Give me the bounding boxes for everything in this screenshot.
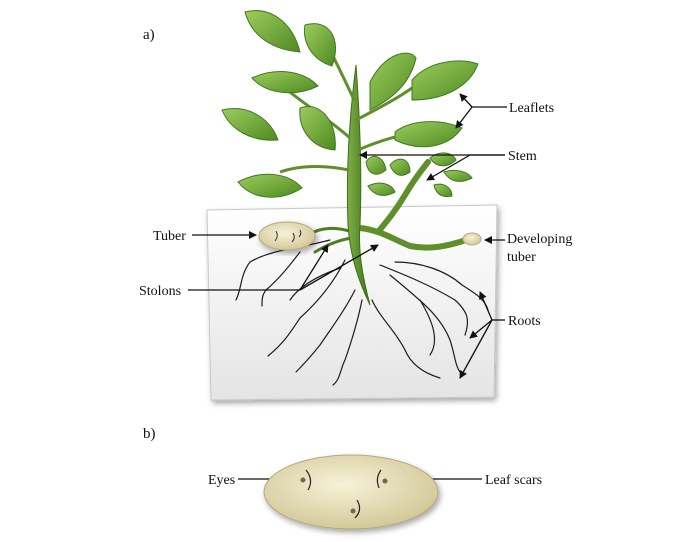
- leaf-scars-label: Leaf scars: [485, 473, 542, 488]
- leaflets: [221, 10, 479, 198]
- eye-marks: [300, 469, 388, 519]
- leaflets-label: Leaflets: [509, 101, 554, 116]
- roots-label: Roots: [508, 314, 541, 329]
- developing-tuber-branch: [357, 159, 482, 251]
- developing-tuber-label-line1: Developing: [507, 232, 572, 247]
- stolons-label: Stolons: [139, 284, 181, 299]
- tuber-closeup: [263, 454, 439, 530]
- tuber-label: Tuber: [153, 229, 186, 244]
- tuber: [258, 221, 316, 251]
- panel-a-label: a): [143, 27, 155, 43]
- eyes-label: Eyes: [208, 473, 235, 488]
- panel-b-label: b): [143, 426, 156, 442]
- stem-label: Stem: [508, 149, 537, 164]
- annotation-lines: [188, 93, 507, 483]
- roots: [235, 239, 489, 386]
- developing-tuber-label-line2: tuber: [507, 250, 536, 265]
